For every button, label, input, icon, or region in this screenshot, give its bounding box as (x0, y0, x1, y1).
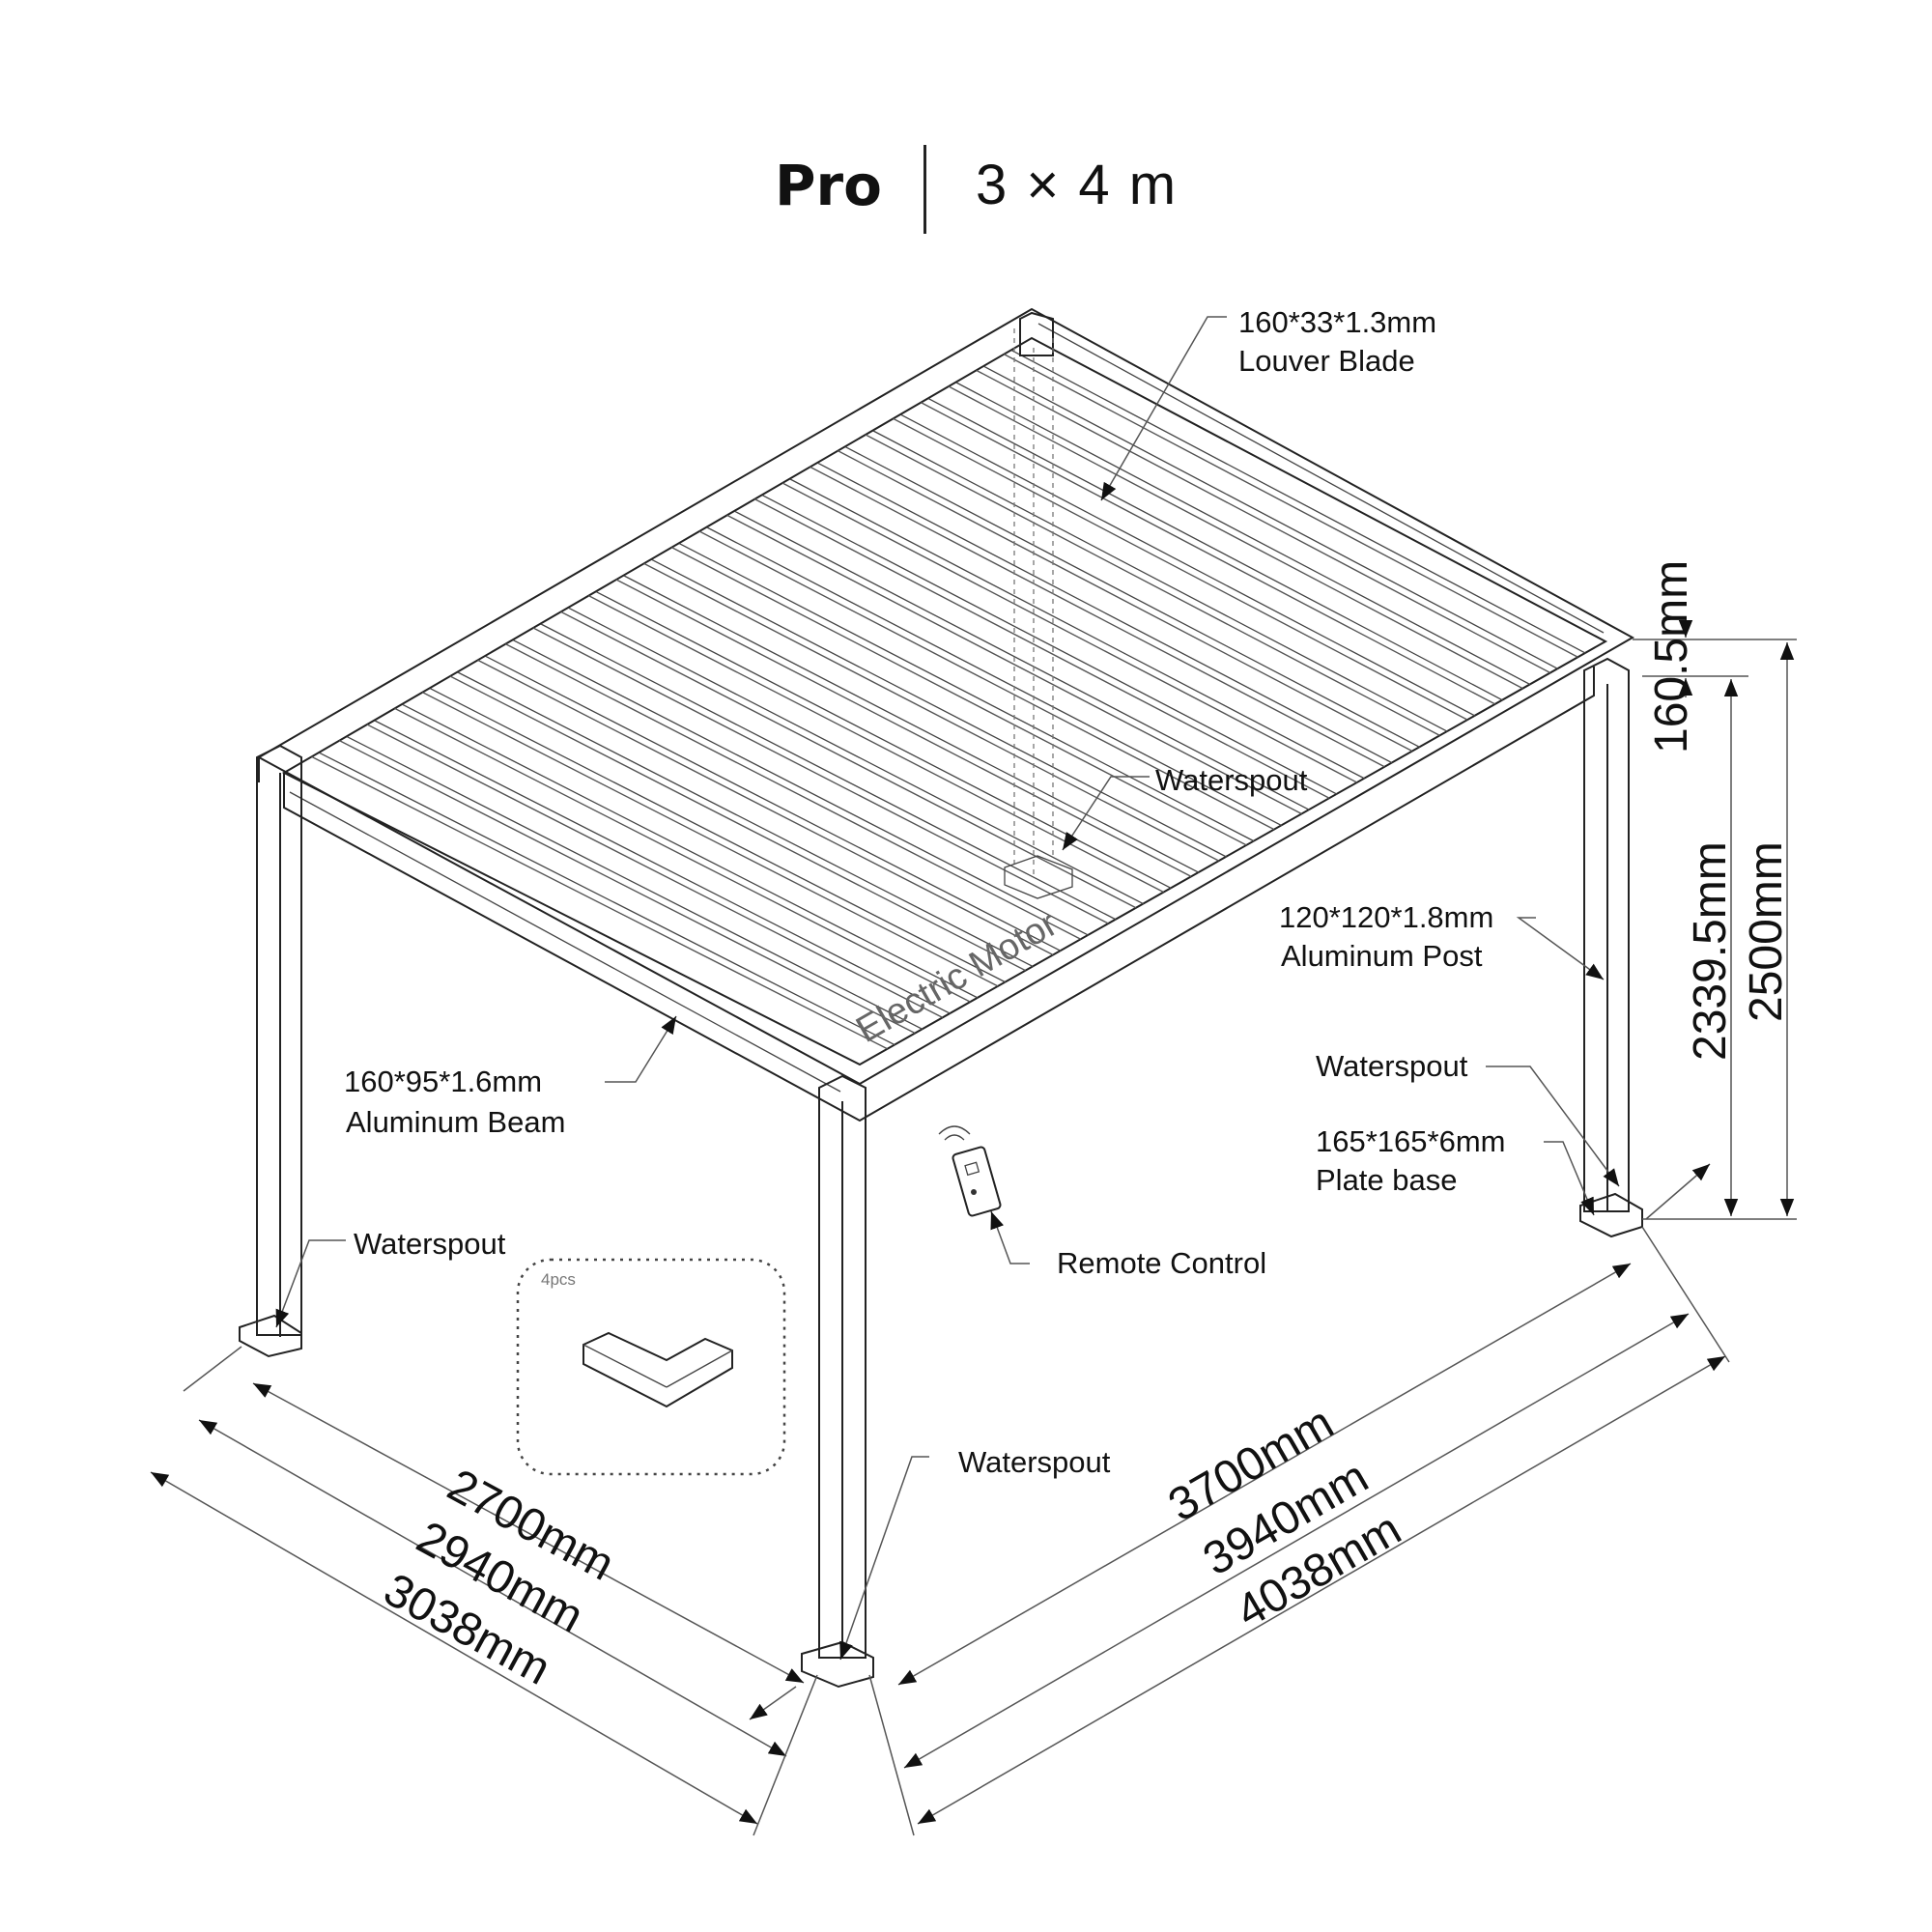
louver-blade (560, 611, 1137, 909)
louver-blade-edge (623, 575, 1200, 873)
height-dimensions (1633, 618, 1797, 1220)
louver-blade-edge (706, 526, 1283, 827)
louver-blade (671, 547, 1247, 846)
post-dim-label: 120*120*1.8mm (1279, 900, 1493, 934)
posts (256, 311, 1630, 1659)
louver-blade (781, 482, 1357, 783)
louver-blade (865, 434, 1440, 736)
louver-blade-edge (817, 462, 1393, 764)
beam-height-dim: 160.5mm (1646, 560, 1697, 753)
louver-blades (311, 350, 1586, 1050)
louver-blade-edge (513, 639, 1090, 936)
title-bar: Pro 3 × 4 m (0, 145, 1932, 242)
louver-blade-edge (789, 478, 1365, 780)
louver-blade-edge (540, 623, 1117, 921)
louver-blade (588, 595, 1164, 894)
waterspout-right-label: Waterspout (1316, 1049, 1468, 1083)
waterspout-bottom-label: Waterspout (958, 1445, 1111, 1479)
waterspout-left-label: Waterspout (354, 1227, 506, 1261)
louver-blade-edge (955, 382, 1531, 686)
clear-height-dim: 2339.5mm (1685, 841, 1736, 1061)
louver-blade (698, 530, 1275, 831)
louver-blade-edge (1011, 350, 1586, 654)
corner-bracket-inset (516, 1258, 786, 1476)
louver-blade-edge (845, 446, 1421, 749)
louver-blade (394, 707, 971, 1003)
post-name-label: Aluminum Post (1281, 939, 1483, 973)
louver-blade-edge (457, 671, 1034, 968)
louver-blade (477, 659, 1054, 956)
louver-blade-edge (762, 495, 1338, 795)
louver-blade-edge (568, 607, 1145, 905)
model-name: Pro (775, 153, 882, 218)
louver-blade-edge (596, 591, 1172, 890)
model-size: 3 × 4 m (976, 154, 1179, 216)
louver-blade-edge (374, 720, 952, 1014)
louver-blade (505, 643, 1082, 940)
louver-blade (643, 562, 1220, 862)
louver-blade (921, 402, 1495, 705)
base-name-label: Plate base (1316, 1163, 1458, 1197)
louver-dim-label: 160*33*1.3mm (1238, 305, 1436, 339)
louver-blade (422, 692, 999, 987)
roof-frame (256, 307, 1635, 1122)
louver-blade-edge (319, 752, 895, 1046)
louver-blade-edge (900, 413, 1476, 717)
louver-blade (532, 627, 1109, 924)
louver-blade (311, 755, 888, 1050)
louver-blade (948, 385, 1523, 690)
louver-blade (726, 514, 1302, 815)
louver-blade (754, 498, 1330, 799)
louver-blade (1004, 354, 1578, 658)
louver-blade (838, 450, 1413, 753)
louver-blade (893, 417, 1468, 721)
louver-blade-edge (485, 655, 1062, 952)
louver-blade-edge (872, 430, 1448, 732)
base-dim-label: 165*165*6mm (1316, 1124, 1505, 1158)
louver-blade-edge (734, 510, 1310, 811)
beam-dim-label: 160*95*1.6mm (344, 1065, 542, 1098)
total-height-dim: 2500mm (1741, 841, 1792, 1022)
electric-motor-housing (1004, 328, 1073, 899)
louver-blade (976, 369, 1551, 674)
footprint-dimensions (150, 1163, 1730, 1836)
louver-blade (366, 724, 944, 1018)
title-divider (923, 145, 926, 234)
louver-blade (810, 466, 1385, 768)
louver-blade-edge (983, 365, 1559, 670)
louver-blade-edge (402, 703, 979, 999)
louver-blade (449, 675, 1026, 972)
remote-control-label: Remote Control (1057, 1246, 1266, 1280)
louver-blade-edge (347, 736, 923, 1031)
waterspout-top-label: Waterspout (1155, 763, 1308, 797)
beam-name-label: Aluminum Beam (346, 1105, 565, 1139)
louver-blade-edge (651, 558, 1228, 858)
louver-blade (615, 579, 1192, 877)
louver-name-label: Louver Blade (1238, 344, 1415, 378)
louver-blade-edge (928, 398, 1503, 701)
inset-qty-label: 4pcs (541, 1270, 576, 1289)
louver-blade (339, 740, 916, 1035)
louver-blade-edge (430, 688, 1007, 983)
louver-blade-edge (679, 543, 1255, 842)
remote-control-icon (938, 1125, 1002, 1217)
